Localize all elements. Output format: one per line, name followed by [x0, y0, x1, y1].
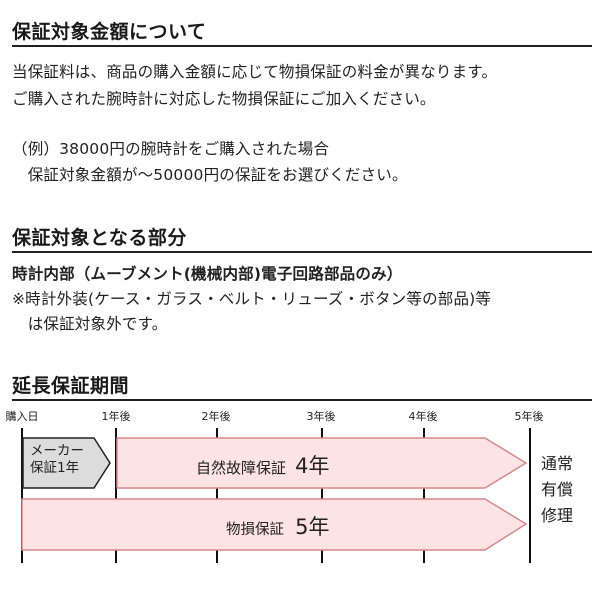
tick-label-5y: 5年後	[514, 410, 544, 423]
tick-1y	[115, 428, 117, 563]
damage-years: 5年	[295, 515, 330, 539]
after-line-2: 有償	[541, 480, 574, 499]
maker-warranty-label: メーカー 保証1年	[30, 443, 84, 477]
natural-failure-text: 自然故障保証	[196, 459, 287, 477]
intro-line-1: 当保証料は、商品の購入金額に応じて物損保証の料金が異なります。	[12, 63, 498, 81]
tick-label-3y: 3年後	[306, 410, 336, 423]
maker-warranty-line-2: 保証1年	[30, 460, 80, 476]
natural-failure-label: 自然故障保証 4年	[196, 450, 329, 480]
natural-failure-arrow	[116, 437, 528, 489]
tick-label-4y: 4年後	[408, 410, 438, 423]
tick-purchase	[21, 428, 23, 563]
natural-failure-years: 4年	[295, 454, 330, 478]
after-line-3: 修理	[541, 506, 574, 525]
section-heading-covered-parts: 保証対象となる部分	[12, 226, 592, 253]
example-line-1: （例）38000円の腕時計をご購入された場合	[12, 140, 330, 158]
example-line-2: 保証対象金額が～50000円の保証をお選びください。	[12, 166, 408, 184]
tick-3y	[321, 428, 323, 563]
covered-parts-text: 時計内部（ムーブメント(機械内部)電子回路部品のみ）	[12, 265, 403, 283]
maker-warranty-line-1: メーカー	[30, 443, 84, 459]
exclusion-note-line-2: は保証対象外です。	[12, 315, 168, 333]
tick-2y	[216, 428, 218, 563]
tick-label-2y: 2年後	[201, 410, 231, 423]
tick-5y	[529, 428, 531, 563]
section-heading-coverage-amount: 保証対象金額について	[12, 20, 592, 47]
damage-arrow	[21, 498, 528, 551]
tick-label-purchase: 購入日	[5, 410, 39, 423]
after-line-1: 通常	[541, 454, 574, 473]
exclusion-note-line-1: ※時計外装(ケース・ガラス・ベルト・リューズ・ボタン等の部品)等	[12, 290, 492, 308]
intro-line-2: ご購入された腕時計に対応した物損保証にご加入ください。	[12, 90, 436, 108]
damage-label: 物損保証 5年	[226, 511, 329, 541]
damage-text: 物損保証	[226, 522, 284, 538]
maker-warranty-arrow	[22, 437, 111, 489]
tick-4y	[423, 428, 425, 563]
after-warranty-note: 通常 有償 修理	[541, 451, 573, 529]
section-heading-extended-period: 延長保証期間	[12, 374, 592, 401]
tick-label-1y: 1年後	[101, 410, 131, 423]
